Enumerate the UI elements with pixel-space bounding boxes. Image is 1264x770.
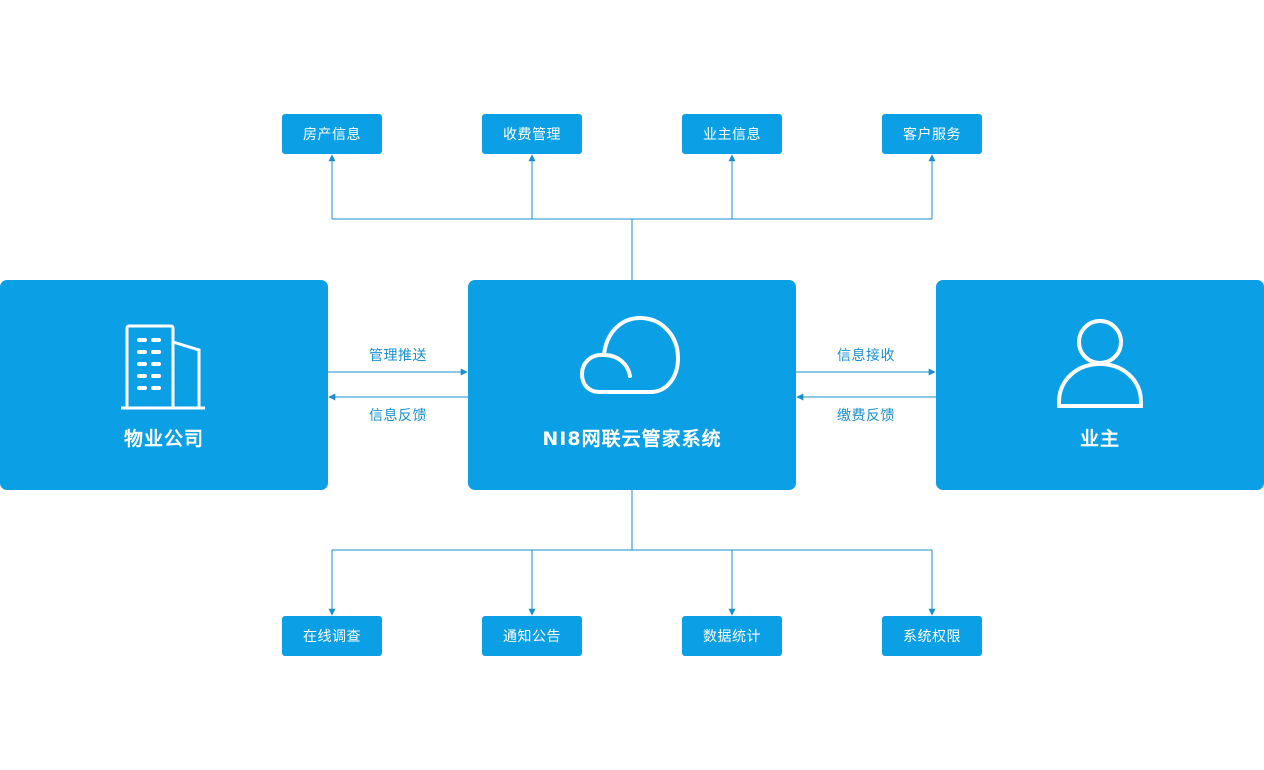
property-company-node: 物业公司 — [0, 280, 328, 490]
module-box-top-4: 客户服务 — [882, 114, 982, 154]
user-icon — [1057, 319, 1143, 408]
owner-title: 业主 — [1079, 428, 1120, 450]
system-title: NI8网联云管家系统 — [542, 428, 722, 450]
info-receive-label: 信息接收 — [837, 348, 895, 364]
module-box-bottom-1: 在线调查 — [282, 616, 382, 656]
building-icon — [121, 324, 205, 410]
module-box-top-3: 业主信息 — [682, 114, 782, 154]
property-company-title: 物业公司 — [123, 428, 204, 450]
system-node: NI8网联云管家系统 — [468, 280, 796, 490]
module-box-top-2: 收费管理 — [482, 114, 582, 154]
cloud-icon — [580, 316, 680, 394]
module-box-top-1: 房产信息 — [282, 114, 382, 154]
module-box-bottom-4: 系统权限 — [882, 616, 982, 656]
module-box-bottom-3: 数据统计 — [682, 616, 782, 656]
owner-node: 业主 — [936, 280, 1264, 490]
payment-feedback-label: 缴费反馈 — [837, 408, 895, 424]
module-box-bottom-2: 通知公告 — [482, 616, 582, 656]
info-feedback-label: 信息反馈 — [369, 408, 427, 424]
push-label: 管理推送 — [369, 348, 427, 364]
